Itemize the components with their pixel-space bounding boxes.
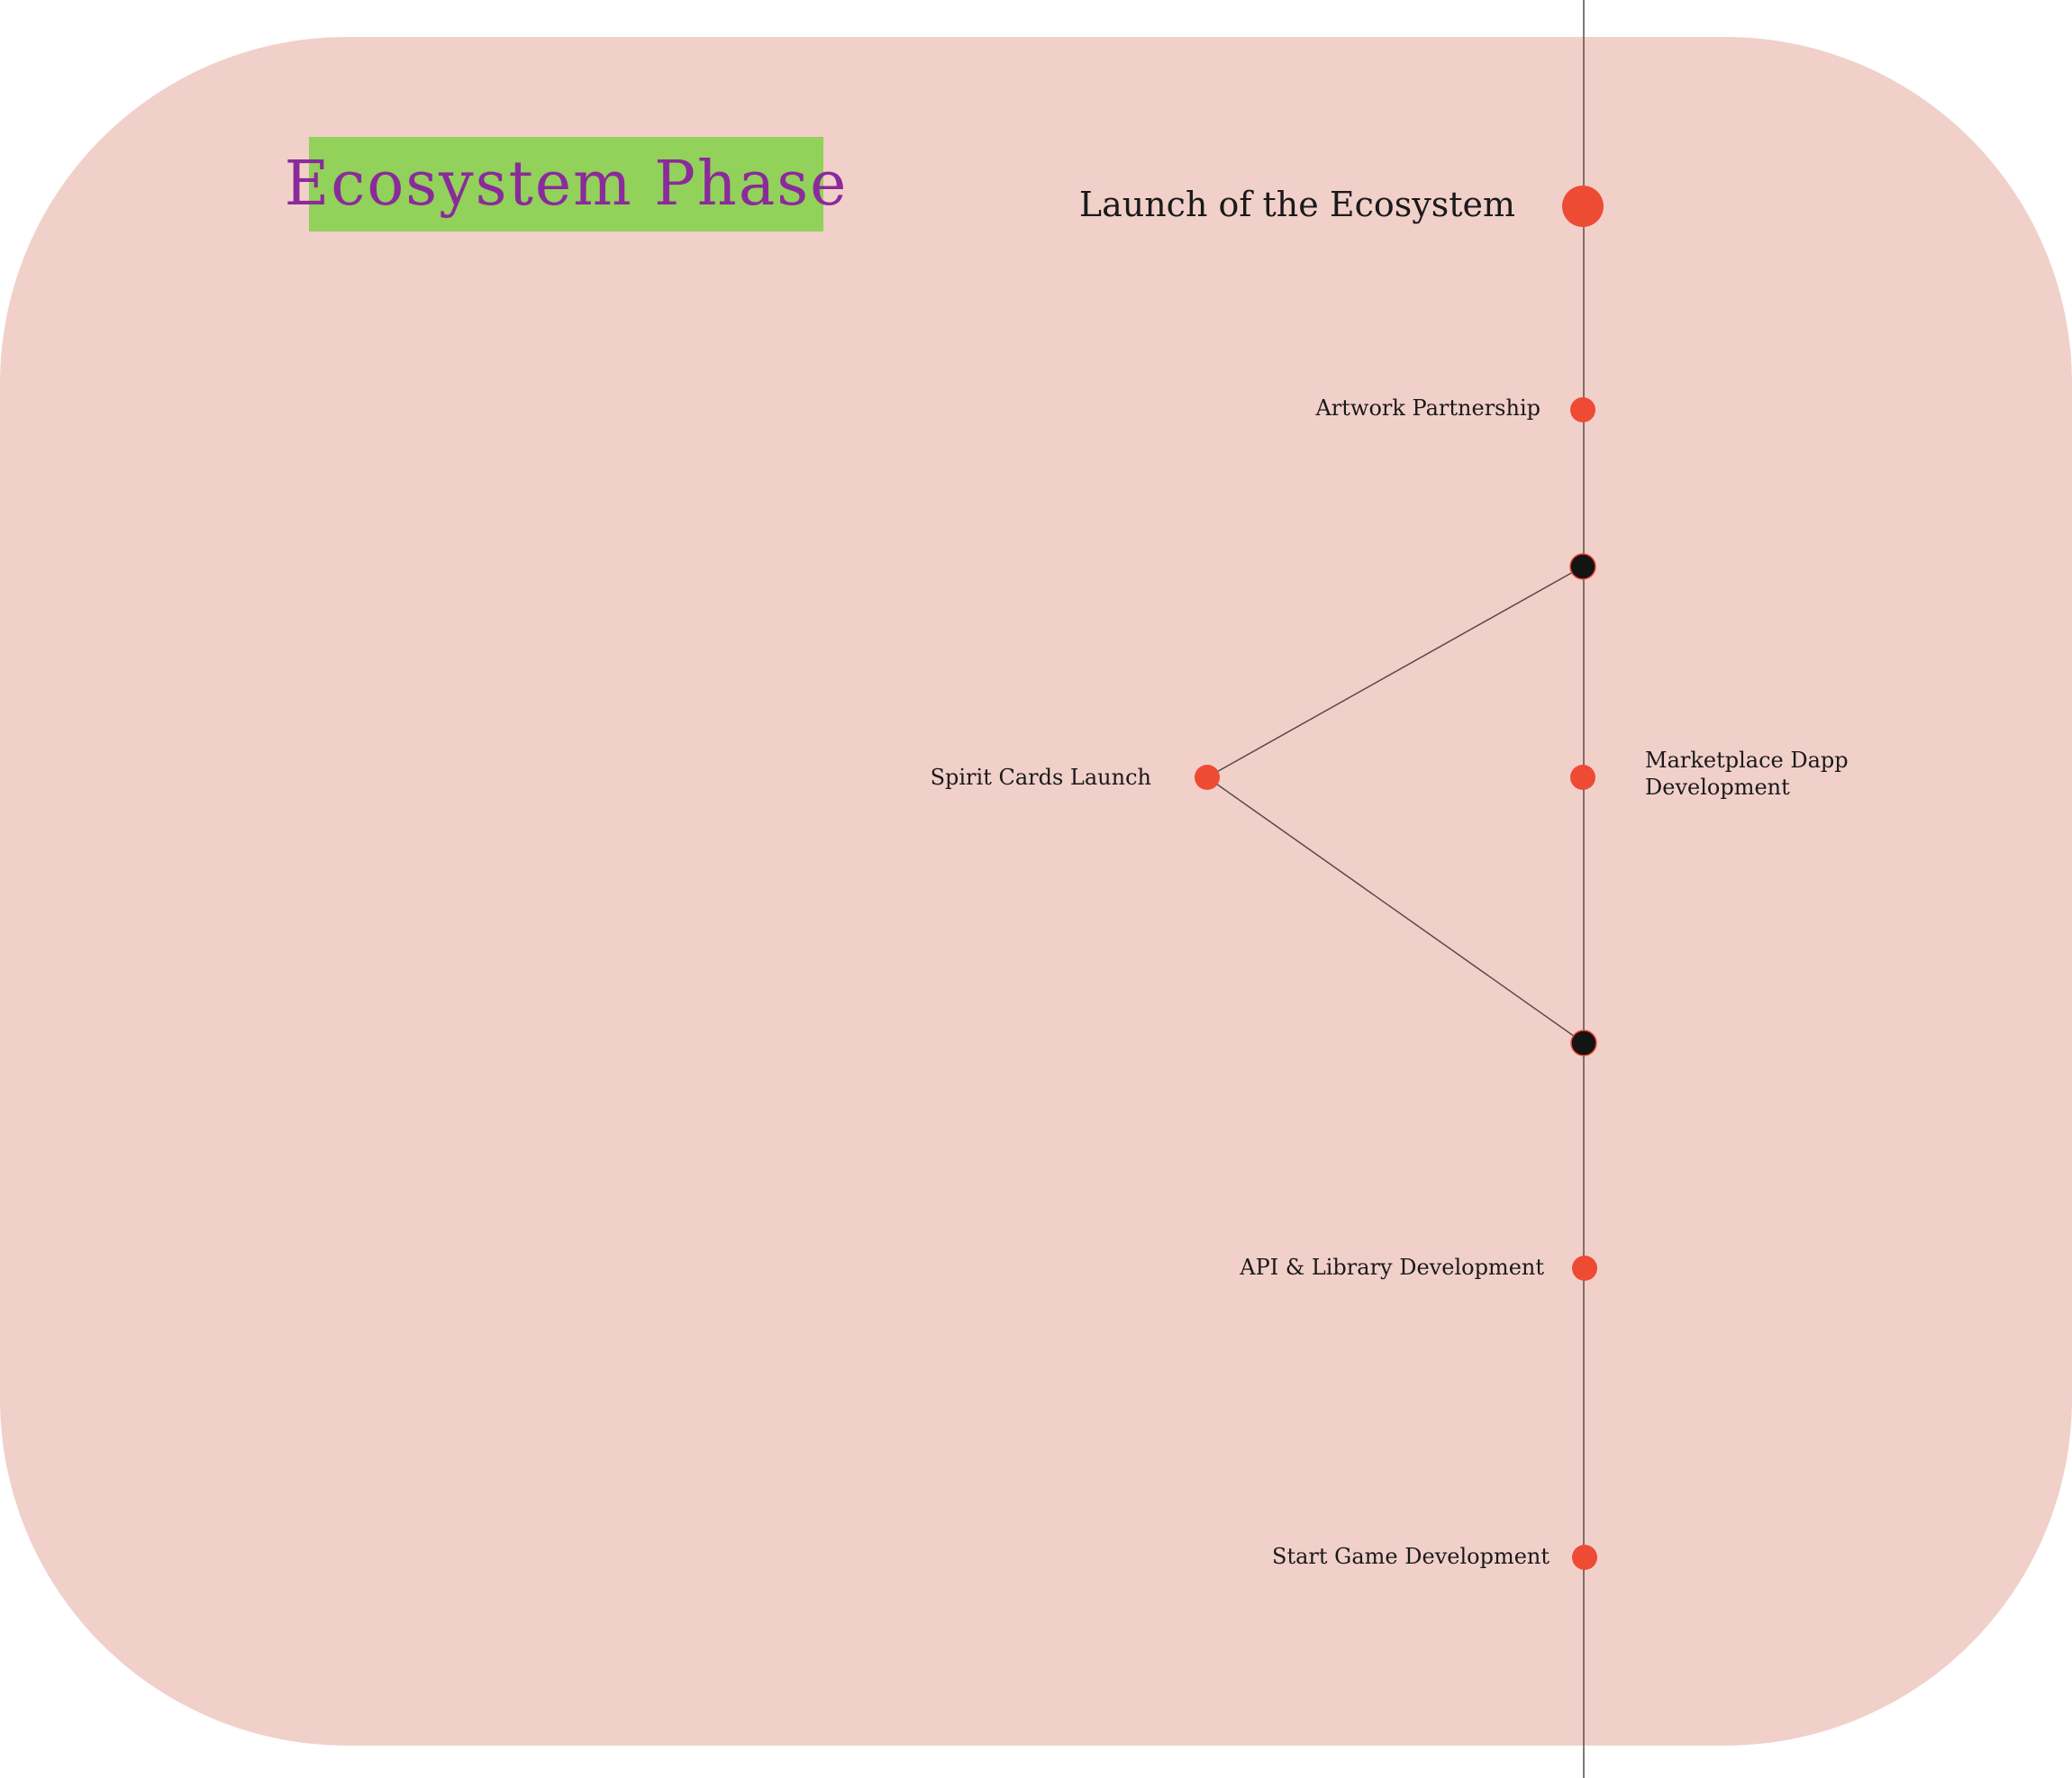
milestone-node-launch: [1562, 186, 1604, 227]
milestone-label-launch: Launch of the Ecosystem: [1078, 185, 1515, 224]
milestone-label-artwork: Artwork Partnership: [1315, 395, 1540, 421]
milestone-node-marketplace: [1570, 765, 1595, 790]
junction-node-lower: [1570, 1030, 1597, 1057]
milestone-node-artwork: [1570, 397, 1595, 422]
milestone-node-game: [1572, 1545, 1597, 1570]
junction-node-upper: [1569, 553, 1596, 580]
branch-line-lower: [1206, 776, 1585, 1044]
title-box: Ecosystem Phase: [285, 137, 846, 231]
milestone-node-spirit-cards: [1195, 765, 1220, 790]
branch-line-upper: [1206, 566, 1584, 778]
milestone-label-spirit-cards: Spirit Cards Launch: [930, 765, 1151, 790]
milestone-label-game: Start Game Development: [1272, 1544, 1549, 1569]
diagram-title: Ecosystem Phase: [284, 148, 849, 220]
marketplace-label-line-2: Development: [1645, 775, 1790, 800]
background-panel: [0, 37, 2072, 1746]
milestone-node-api: [1572, 1256, 1597, 1281]
milestone-label-marketplace: Marketplace Dapp Development: [1645, 747, 1849, 801]
marketplace-label-line-1: Marketplace Dapp: [1645, 748, 1849, 773]
milestone-label-api: API & Library Development: [1240, 1255, 1544, 1280]
